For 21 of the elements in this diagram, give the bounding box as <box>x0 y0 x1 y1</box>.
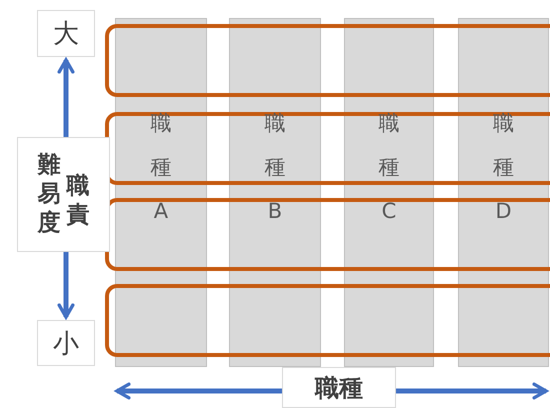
column-label: 職種B <box>264 110 286 225</box>
arrow <box>58 58 74 137</box>
label-box <box>37 10 95 57</box>
column-bar <box>229 18 321 367</box>
column-bar <box>458 18 549 367</box>
column-label: 職種D <box>492 110 515 225</box>
label-box <box>282 367 396 408</box>
arrow <box>58 252 74 319</box>
label-box <box>37 320 95 366</box>
axis-end-label: 小 <box>53 328 79 360</box>
arrow <box>115 382 282 400</box>
column-label: 職種C <box>378 110 400 225</box>
column-bar <box>344 18 434 367</box>
arrow <box>396 382 548 400</box>
axis-title: 難易度 <box>38 151 60 238</box>
column-label: 職種A <box>150 110 172 225</box>
axis-title: 職責 <box>66 172 90 230</box>
axis-title: 職種 <box>315 372 363 404</box>
label-box <box>17 137 110 252</box>
axis-end-label: 大 <box>53 18 79 51</box>
column-bar <box>115 18 207 367</box>
